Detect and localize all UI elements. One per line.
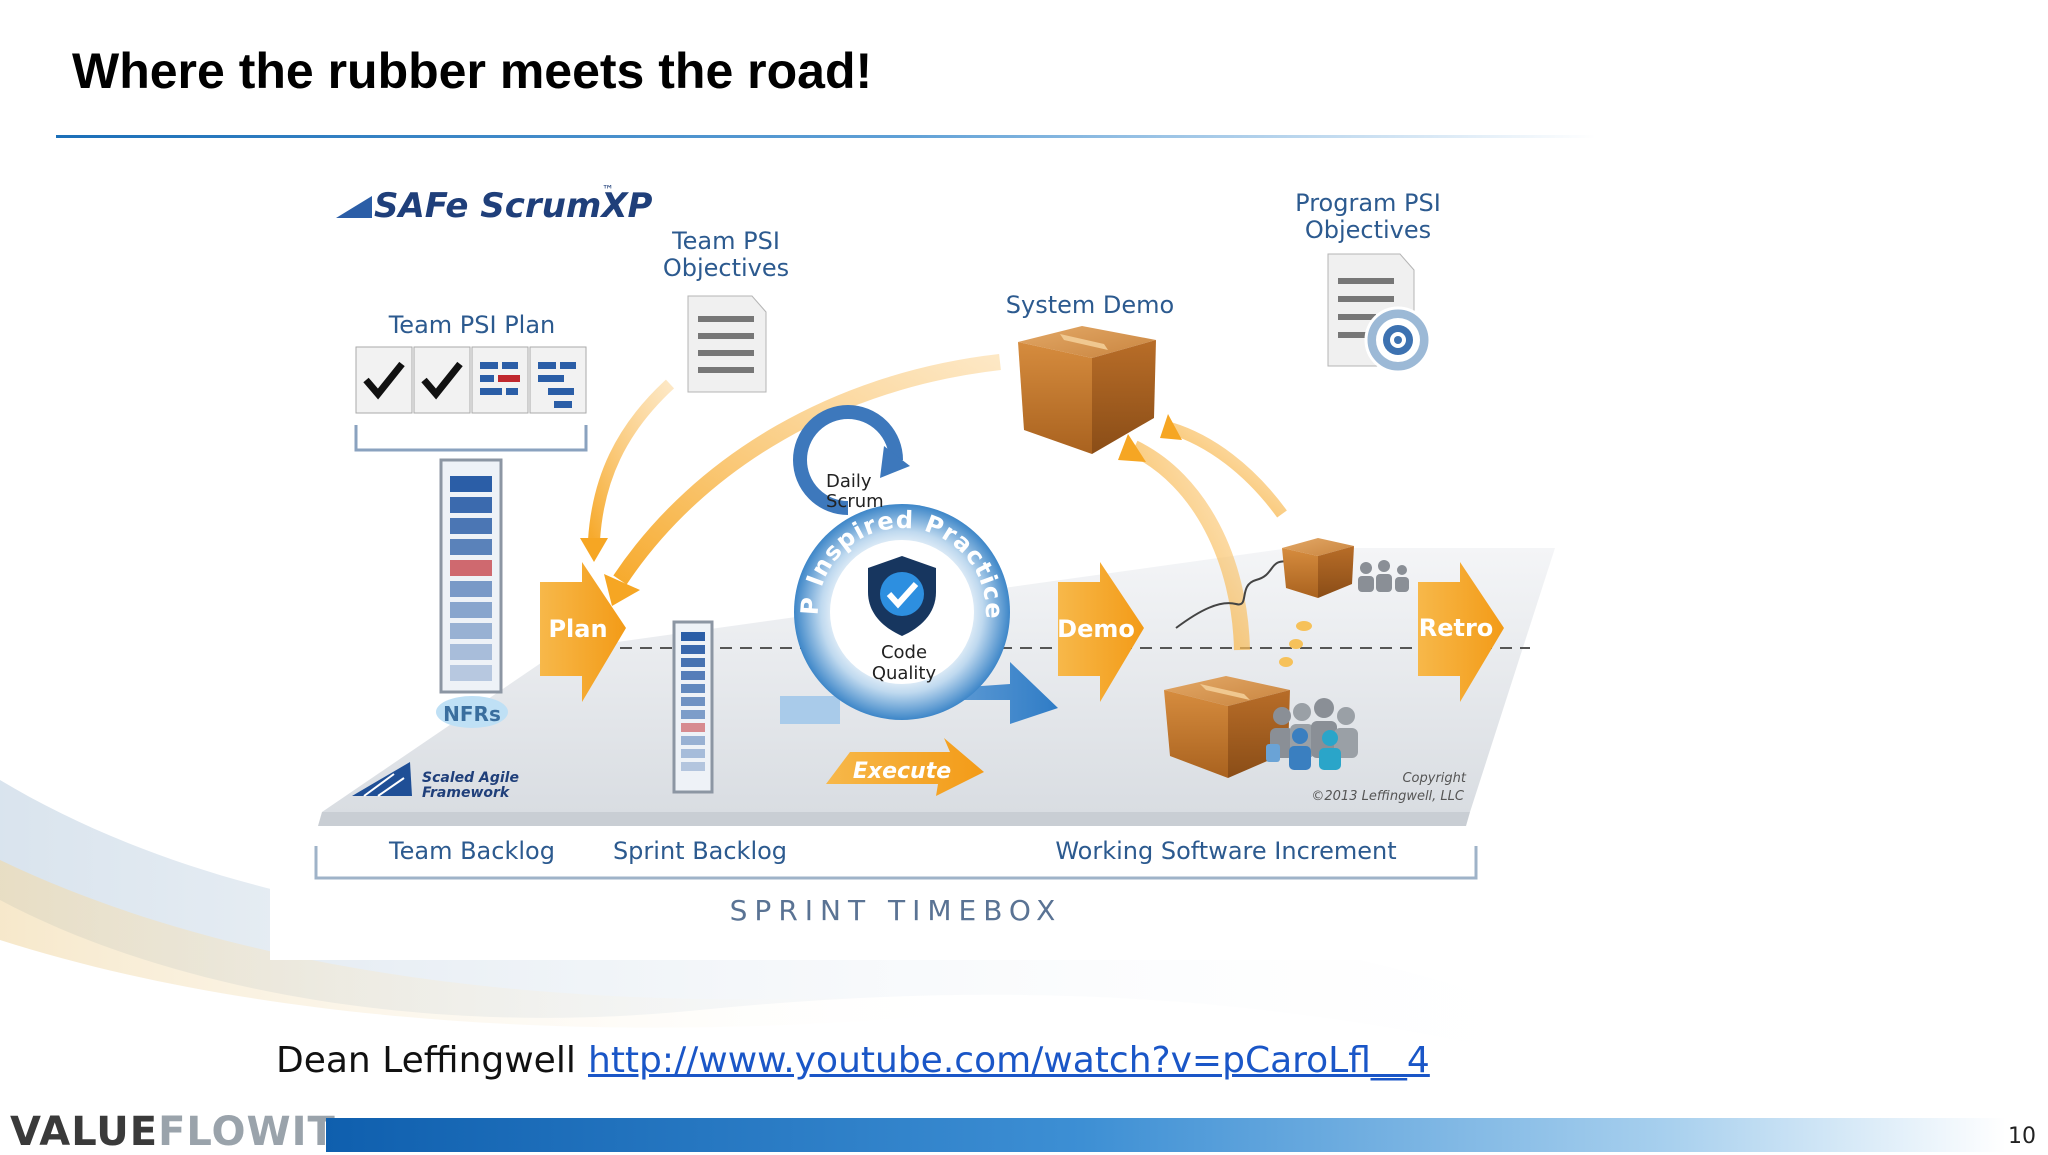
team-psi-objectives-label-2: Objectives [663, 254, 789, 282]
svg-text:™: ™ [602, 183, 614, 197]
backlog-card [450, 602, 492, 618]
team-psi-plan-documents [354, 346, 588, 452]
daily-scrum-label-2: Scrum [826, 491, 884, 512]
backlog-card [681, 658, 705, 667]
team-psi-objectives-label-1: Team PSI [671, 227, 780, 255]
backlog-card [681, 684, 705, 693]
backlog-card [450, 665, 492, 681]
svg-text:Scaled Agile: Scaled Agile [422, 770, 519, 786]
retro-arrow: Retro [1418, 562, 1504, 702]
author-credit: Dean Leffingwell [276, 1040, 576, 1081]
small-increment-box [1282, 538, 1354, 598]
demo-up-arrow [1130, 440, 1250, 651]
backlog-card [681, 736, 705, 745]
sprint-timebox-label: SPRINT TIMEBOX [730, 894, 1063, 927]
program-psi-objectives-document [1327, 253, 1432, 374]
sprint-backlog-label: Sprint Backlog [613, 837, 787, 865]
checkmark-icon [886, 581, 919, 609]
increment-path-line [1175, 560, 1291, 629]
team-backlog-label: Team Backlog [388, 837, 555, 865]
code-quality-label-1: Code [881, 642, 927, 663]
code-quality-icon [868, 556, 936, 636]
backlog-card [450, 518, 492, 534]
title-divider [56, 135, 1596, 138]
daily-scrum-label-1: Daily [826, 471, 872, 492]
checkmark-icon [421, 361, 463, 400]
backlog-card [450, 623, 492, 639]
safe-logo-text: SAFe ScrumXP [374, 186, 653, 226]
increment-up-arrow [1168, 422, 1287, 518]
backlog-card [450, 539, 492, 555]
backlog-card [450, 644, 492, 660]
backlog-card [681, 710, 705, 719]
backlog-card [681, 723, 705, 732]
copyright-line-2: ©2013 Leffingwell, LLC [1311, 789, 1465, 804]
copyright-line-1: Copyright [1402, 771, 1466, 786]
target-icon [1364, 306, 1432, 374]
page-number: 10 [2008, 1124, 2036, 1149]
nfrs-label: NFRs [443, 702, 501, 726]
footer-bar [326, 1118, 2006, 1152]
program-psi-objectives-label-2: Objectives [1305, 216, 1431, 244]
backlog-card [450, 560, 492, 576]
svg-text:Retro: Retro [1419, 614, 1494, 642]
code-quality-label-2: Quality [872, 663, 937, 684]
daily-scrum-loop: Daily Scrum [793, 405, 910, 515]
sprint-bracket [314, 846, 1478, 880]
feedback-arc-arrow [613, 354, 1001, 585]
slide-title: Where the rubber meets the road! [72, 43, 873, 99]
program-psi-objectives-label-1: Program PSI [1295, 189, 1441, 217]
svg-text:Plan: Plan [548, 615, 607, 643]
working-increment-label: Working Software Increment [1055, 837, 1396, 865]
plan-arrow: Plan [540, 562, 626, 702]
backlog-card [681, 645, 705, 654]
svg-text:Execute: Execute [853, 759, 951, 784]
svg-text:Demo: Demo [1057, 615, 1135, 643]
checkmark-icon [363, 361, 405, 400]
backlog-card [681, 762, 705, 771]
team-people-icon [1266, 698, 1358, 770]
scaled-agile-logo: Scaled Agile Framework [352, 762, 519, 801]
people-icon-small [1358, 560, 1409, 592]
svg-text:Framework: Framework [422, 785, 511, 801]
team-psi-plan-label: Team PSI Plan [388, 311, 556, 339]
team-psi-objectives-document [687, 295, 767, 393]
valueflowit-logo: VALUEFLOWIT [10, 1109, 336, 1155]
backlog-card [681, 749, 705, 758]
backlog-card [450, 497, 492, 513]
system-demo-box [1018, 326, 1156, 454]
demo-arrow: Demo [1057, 562, 1144, 702]
sprint-backlog-stack [672, 620, 714, 794]
safe-logo-icon [336, 196, 372, 218]
progress-dots [1279, 621, 1312, 667]
backlog-card [681, 697, 705, 706]
backlog-card [450, 581, 492, 597]
objectives-arc-arrow [588, 379, 675, 541]
video-link[interactable]: http://www.youtube.com/watch?v=pCaroLfl_… [588, 1040, 1430, 1081]
backlog-card [450, 476, 492, 492]
system-demo-label: System Demo [1006, 291, 1174, 319]
backlog-card [681, 671, 705, 680]
execute-arrow: Execute [826, 738, 984, 796]
team-backlog-stack: NFRs [436, 458, 508, 728]
backlog-card [681, 632, 705, 641]
